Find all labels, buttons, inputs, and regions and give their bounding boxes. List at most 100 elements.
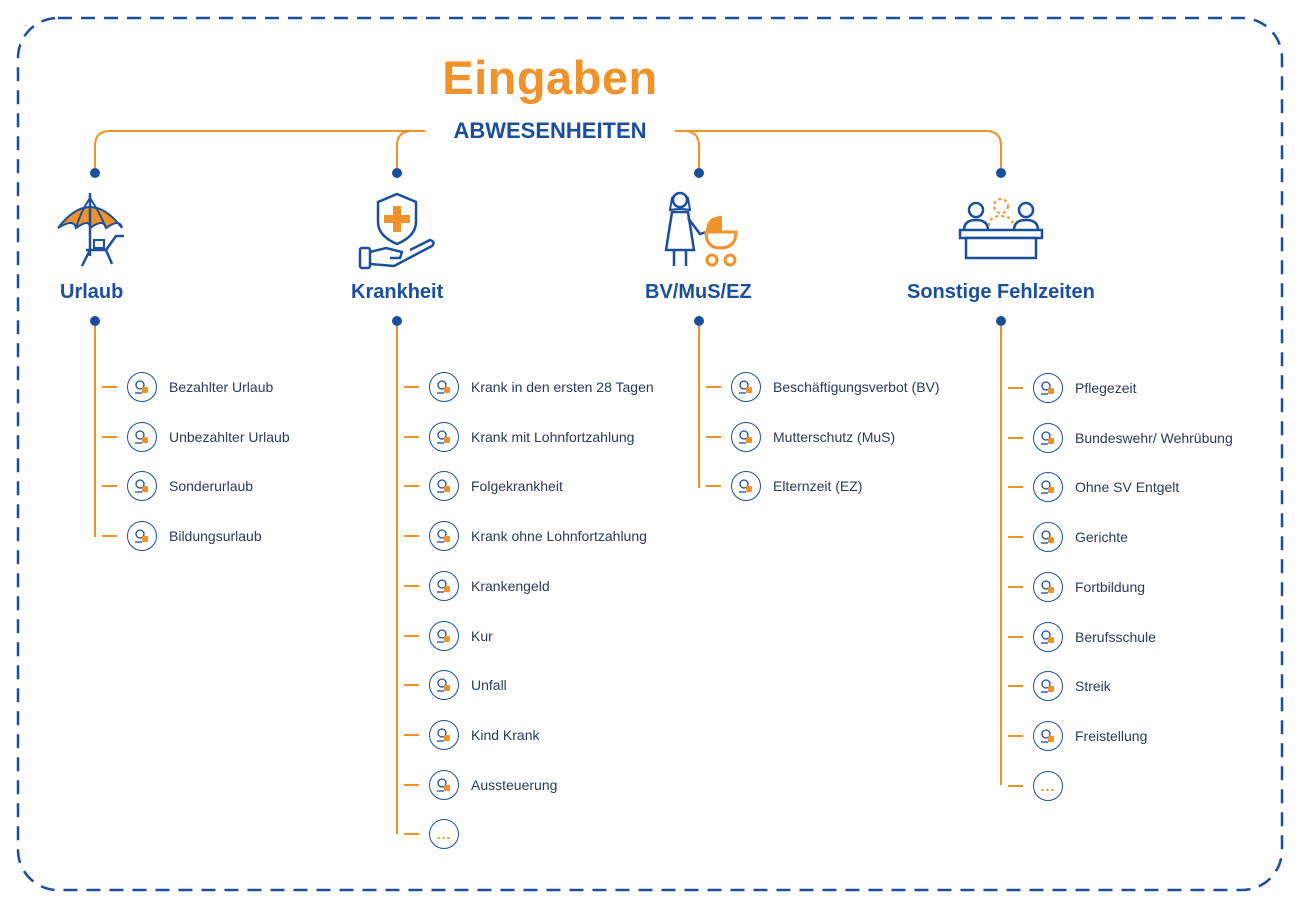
list-item[interactable]: Ohne SV Entgelt <box>1008 470 1179 504</box>
list-item[interactable]: Mutterschutz (MuS) <box>706 420 895 454</box>
connector-dash <box>404 435 419 438</box>
node-dot <box>694 168 704 178</box>
list-item[interactable]: Bezahlter Urlaub <box>102 370 273 404</box>
list-item[interactable]: Bundeswehr/ Wehrübung <box>1008 421 1233 455</box>
list-item-label: Krank mit Lohnfortzahlung <box>471 428 635 445</box>
hand-shield-icon <box>429 372 459 402</box>
list-item[interactable]: Krank ohne Lohnfortzahlung <box>404 519 647 553</box>
list-item[interactable]: ... <box>404 817 471 851</box>
connector-dash <box>404 634 419 637</box>
list-item[interactable]: Elternzeit (EZ) <box>706 469 862 503</box>
graduation-cap-icon <box>127 521 157 552</box>
list-item[interactable]: ... <box>1008 769 1075 803</box>
more-icon: ... <box>429 819 459 850</box>
list-item-label: Streik <box>1075 678 1111 695</box>
list-item[interactable]: Beschäftigungsverbot (BV) <box>706 370 940 404</box>
scales-icon <box>1033 522 1063 553</box>
list-item-label: Unfall <box>471 677 507 694</box>
list-item[interactable]: Fortbildung <box>1008 570 1145 604</box>
connector-dash <box>1008 585 1023 588</box>
category-label-urlaub: Urlaub <box>60 281 124 303</box>
connector-dash <box>404 485 419 488</box>
umbrella-coin-crossed-icon <box>127 421 157 452</box>
list-item[interactable]: Kur <box>404 619 493 653</box>
list-item[interactable]: Freistellung <box>1008 719 1147 753</box>
list-item-label: Bundeswehr/ Wehrübung <box>1075 429 1233 446</box>
connector-dash <box>706 435 721 438</box>
presentation-board-icon <box>1033 571 1063 602</box>
list-item[interactable]: Gerichte <box>1008 520 1128 554</box>
category-label-krankheit: Krankheit <box>351 281 444 303</box>
sick-child-icon <box>429 719 459 750</box>
connector-dash <box>404 783 419 786</box>
node-dot <box>392 168 402 178</box>
umbrella-lounger-icon <box>57 193 124 267</box>
list-item[interactable]: Berufsschule <box>1008 620 1156 654</box>
connector-dash <box>1008 436 1023 439</box>
list-item-label: Aussteuerung <box>471 776 558 793</box>
connector-dash <box>102 535 117 538</box>
list-item[interactable]: Kind Krank <box>404 718 539 752</box>
node-dot <box>996 168 1006 178</box>
truck-icon <box>127 471 157 502</box>
list-item[interactable]: Unbezahlter Urlaub <box>102 420 290 454</box>
category-icon-krankheit <box>352 188 442 283</box>
list-item-label: Krank ohne Lohnfortzahlung <box>471 528 647 545</box>
list-item-label: Sonderurlaub <box>169 478 254 495</box>
list-item-label: Bildungsurlaub <box>169 528 262 545</box>
list-item[interactable]: Sonderurlaub <box>102 469 253 503</box>
list-item[interactable]: Krank mit Lohnfortzahlung <box>404 420 634 454</box>
connector-dash <box>404 833 419 836</box>
category-label-bv-mus-ez: BV/MuS/EZ <box>645 281 752 303</box>
hand-shield-cross-icon <box>429 521 459 552</box>
connector-dash <box>1008 635 1023 638</box>
list-item-label: Krank in den ersten 28 Tagen <box>471 379 654 395</box>
category-label-sonstige: Sonstige Fehlzeiten <box>907 281 1095 303</box>
list-item-label: Elternzeit (EZ) <box>773 478 863 495</box>
list-item-label: Bezahlter Urlaub <box>169 379 274 395</box>
umbrella-coin-icon <box>127 372 157 402</box>
connector-dash <box>706 485 721 488</box>
list-item[interactable]: Krankengeld <box>404 569 550 603</box>
list-item-label: Mutterschutz (MuS) <box>773 428 896 445</box>
connector-dash <box>706 386 721 388</box>
more-dots: ... <box>1040 777 1056 794</box>
mountain-sun-icon <box>429 620 459 651</box>
list-item-label: Ohne SV Entgelt <box>1075 479 1180 496</box>
caregiver-icon <box>1033 373 1063 403</box>
strike-sign-icon <box>1033 671 1063 702</box>
parents-child-icon <box>731 471 761 502</box>
connector-dash <box>1008 685 1023 688</box>
tank-icon <box>1033 422 1063 453</box>
list-item[interactable]: Streik <box>1008 669 1111 703</box>
category-icon-urlaub <box>50 188 140 283</box>
connector-dash <box>404 584 419 587</box>
list-item-label: Kind Krank <box>471 726 540 743</box>
list-item-label: Gerichte <box>1075 529 1128 546</box>
connector-dash <box>1008 734 1023 737</box>
connector-dash <box>404 684 419 687</box>
list-item[interactable]: Aussteuerung <box>404 768 557 802</box>
list-item[interactable]: Krank in den ersten 28 Tagen <box>404 370 654 404</box>
list-item-label: Freistellung <box>1075 727 1148 744</box>
category-icon-bv-mus-ez <box>654 188 744 283</box>
connector-dash <box>102 485 117 488</box>
list-item[interactable]: Unfall <box>404 668 507 702</box>
list-item[interactable]: Folgekrankheit <box>404 469 563 503</box>
list-item-label: Fortbildung <box>1075 578 1146 595</box>
list-item-label: Pflegezeit <box>1075 380 1137 396</box>
list-item[interactable]: Bildungsurlaub <box>102 519 262 553</box>
hand-medical-icon <box>429 769 459 800</box>
list-item-label: Beschäftigungsverbot (BV) <box>773 379 940 395</box>
list-item-label: Unbezahlter Urlaub <box>169 428 290 445</box>
connector-dash <box>404 733 419 736</box>
connector-dash <box>404 535 419 538</box>
hand-shield-check-icon <box>429 471 459 502</box>
category-icon-sonstige <box>956 188 1046 283</box>
pregnant-ban-icon <box>731 372 761 402</box>
list-item[interactable]: Pflegezeit <box>1008 371 1136 405</box>
connector-dash <box>1008 387 1023 389</box>
list-item-label: Kur <box>471 627 493 644</box>
section-subtitle: ABWESENHEITEN <box>453 118 647 143</box>
